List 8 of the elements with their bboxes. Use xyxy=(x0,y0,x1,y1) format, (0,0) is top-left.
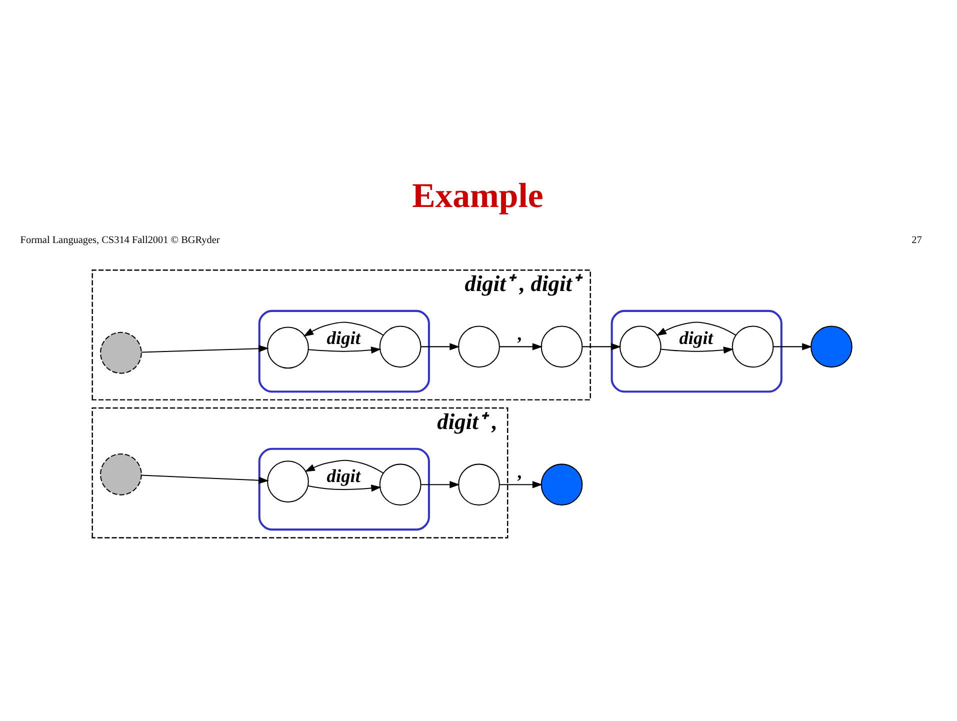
edge-label: , xyxy=(518,323,522,344)
edge-label: digit xyxy=(679,328,713,348)
edge-label: , xyxy=(518,461,522,482)
label: Formal Languages, CS314 Fall2001 © BGRyder xyxy=(20,234,220,246)
edge-label: digit xyxy=(326,465,360,486)
edge-label: digit xyxy=(326,328,360,348)
diagram-title: Example xyxy=(412,175,544,214)
label: 27 xyxy=(912,234,922,246)
